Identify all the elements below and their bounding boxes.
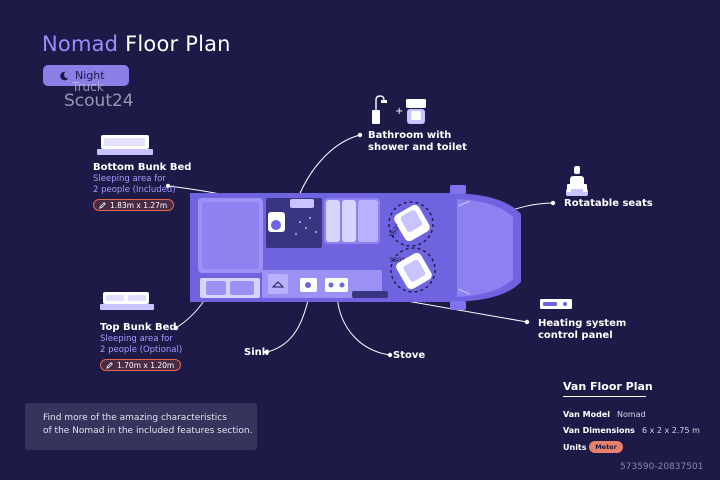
- top-bunk-size-badge: 1.70m x 1.20m: [100, 359, 182, 371]
- hanger-cabinet: [268, 274, 288, 294]
- night-mode-label: Night: [75, 69, 105, 82]
- spec-units-label: Units: [563, 443, 587, 452]
- bathroom-line1: Bathroom with: [368, 130, 452, 141]
- shower-drops: [295, 217, 317, 235]
- bathroom-line2: shower and toilet: [368, 142, 467, 153]
- top-bunk-size: 1.70m x 1.20m: [117, 360, 175, 370]
- watermark-line2: Scout24: [64, 91, 134, 111]
- callout-stove: Stove: [393, 350, 426, 361]
- stove-icon: [325, 278, 348, 292]
- specs-title: Van Floor Plan: [563, 380, 653, 393]
- page-title: Nomad Floor Plan: [42, 32, 231, 56]
- callout-sink: Sink: [244, 347, 269, 358]
- bath-sink-icon: [290, 199, 314, 208]
- spec-dims-label: Van Dimensions: [563, 426, 635, 435]
- info-line1: Find more of the amazing characteristics: [43, 413, 227, 423]
- title-accent: Nomad: [42, 32, 119, 56]
- callout-seats: Rotatable seats: [564, 198, 653, 209]
- watermark-line1: Truck: [72, 80, 104, 94]
- info-line2: of the Nomad in the included features se…: [43, 426, 253, 436]
- bottom-bunk-desc1: Sleeping area for: [93, 174, 166, 184]
- plus-sign: +: [395, 106, 403, 117]
- stock-id: 573590-20837501: [620, 462, 704, 472]
- rotatable-seat-bottom: [390, 247, 436, 293]
- pencil-icon: [99, 201, 106, 209]
- bottom-bunk-size-badge: 1.83m x 1.27m: [93, 199, 175, 211]
- van-windshield: [457, 199, 513, 297]
- callout-dots: [165, 132, 556, 358]
- top-bunk-desc1: Sleeping area for: [100, 334, 173, 344]
- line-stove: [336, 295, 391, 356]
- seat-icon: [566, 166, 588, 196]
- line-bathroom: [295, 134, 361, 204]
- right-mirror: [450, 301, 466, 310]
- bottom-bunk-desc2: 2 people (Included): [93, 184, 176, 195]
- top-bunk-desc2: 2 people (Optional): [100, 344, 183, 355]
- spec-model: Van Model Nomad: [563, 410, 646, 419]
- moon-icon: [60, 71, 69, 80]
- specs-divider: [563, 396, 646, 397]
- title-rest: Floor Plan: [118, 32, 231, 56]
- spec-units: Units: [563, 443, 594, 452]
- pencil-icon: [106, 361, 113, 369]
- left-mirror: [450, 185, 466, 194]
- rotatable-seat-top: [388, 201, 434, 247]
- heating-control-panel-icon: [540, 299, 572, 309]
- spec-dims-value: 6 x 2 x 2.75 m: [641, 426, 700, 435]
- bottom-bunk-bed-icon: [97, 135, 153, 155]
- bottom-bunk-size: 1.83m x 1.27m: [110, 200, 168, 210]
- spec-dimensions: Van Dimensions 6 x 2 x 2.75 m: [563, 426, 700, 435]
- bottom-bunk-title: Bottom Bunk Bed: [93, 162, 192, 173]
- shower-icon: [372, 95, 387, 124]
- callout-bathroom: Bathroom with shower and toilet: [368, 130, 467, 154]
- units-pill[interactable]: Meter: [589, 441, 623, 453]
- info-box: Find more of the amazing characteristics…: [25, 403, 257, 450]
- kitchen-counter: [262, 270, 382, 298]
- heating-line1: Heating system: [538, 318, 627, 329]
- top-bunk-bed-icon: [100, 292, 154, 310]
- top-bunk-title: Top Bunk Bed: [100, 322, 177, 333]
- callout-heating: Heating system control panel: [538, 318, 626, 342]
- toilet-icon-large: [406, 99, 426, 124]
- callout-top-bunk: Top Bunk Bed Sleeping area for 2 people …: [100, 322, 182, 355]
- night-mode-toggle[interactable]: Night: [43, 65, 129, 86]
- bathroom-area: [266, 198, 322, 248]
- spec-model-label: Van Model: [563, 410, 610, 419]
- rotation-label-bottom: 360°: [389, 256, 405, 264]
- heating-line2: control panel: [538, 330, 613, 341]
- callout-bottom-bunk: Bottom Bunk Bed Sleeping area for 2 peop…: [93, 162, 191, 195]
- heating-panel-strip: [352, 291, 388, 298]
- spec-model-value: Nomad: [616, 410, 646, 419]
